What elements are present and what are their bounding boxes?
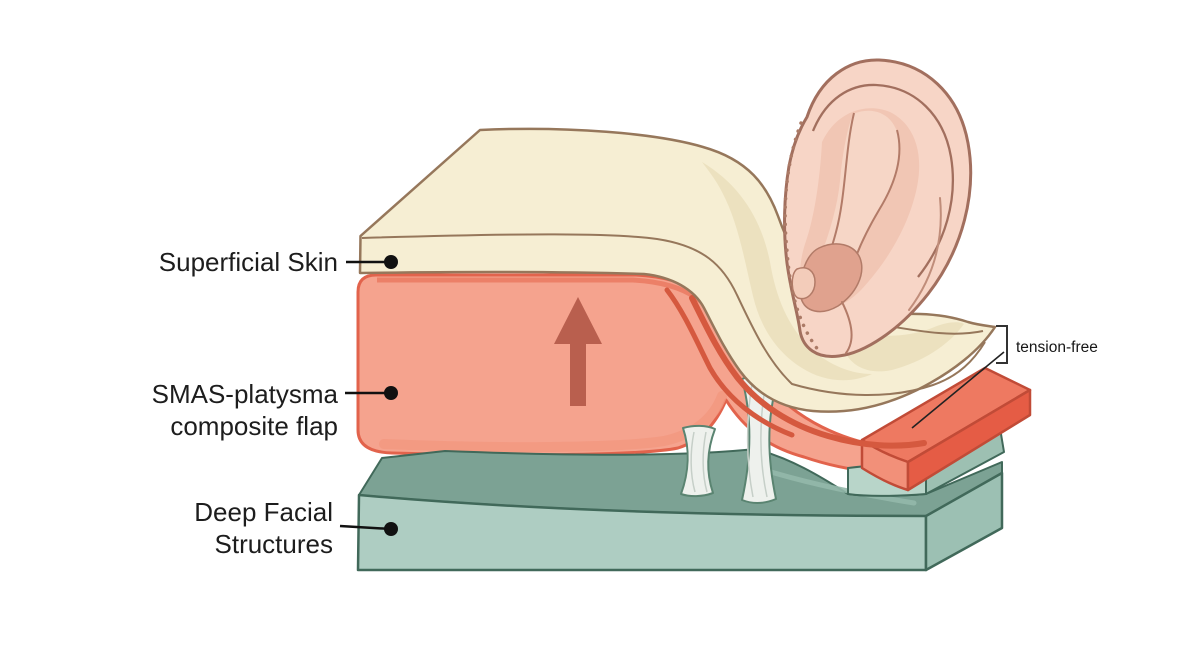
tension-free-bracket-icon — [996, 325, 1008, 364]
smas-edge-stripes — [664, 287, 927, 449]
leader-dot-icon — [384, 386, 398, 400]
leader-dot-icon — [384, 255, 398, 269]
ligament-band-small — [680, 424, 716, 498]
deep-side-face — [924, 471, 1004, 572]
smas-edge-stripe-outer — [689, 295, 927, 449]
leader-dot-icon — [384, 522, 398, 536]
skin-shadow-bend — [702, 162, 872, 381]
ear-illustration — [783, 58, 973, 358]
label-smas-flap-line2: composite flap — [170, 411, 338, 441]
label-tension-free: tension-free — [1016, 339, 1098, 356]
deep-top-streak — [755, 465, 917, 506]
flap-edge-side-face — [906, 388, 1032, 492]
label-smas-flap-line1: SMAS-platysma — [152, 379, 339, 409]
smas-edge-stripe-inner — [664, 287, 795, 438]
ligament-streaks-small — [690, 431, 708, 493]
ear-helix-shade-line — [908, 197, 942, 311]
ear-helix-line — [811, 83, 955, 278]
label-deep-structures-line1: Deep Facial — [194, 497, 333, 527]
deep-front-face — [356, 493, 928, 572]
ear-lobe-crease — [841, 301, 853, 354]
deep-facial-structures-layer — [356, 448, 1004, 572]
smas-bottom-highlight — [379, 391, 727, 453]
skin-shadow-under-lobe — [843, 322, 964, 372]
leader-line-deep-structures — [339, 524, 392, 531]
ear-tragus — [791, 267, 816, 300]
smas-flap-edge-slab — [860, 366, 1032, 492]
label-superficial-skin: Superficial Skin — [159, 247, 338, 277]
skin-thickness-line — [361, 233, 986, 396]
tension-free-leader-line — [911, 351, 1005, 429]
label-deep-structures-line2: Structures — [215, 529, 334, 559]
incision-dotted-line-icon — [783, 121, 821, 353]
annotations: Superficial Skin SMAS-platysma composite… — [152, 247, 1098, 559]
upward-lift-arrow-icon — [554, 297, 602, 406]
